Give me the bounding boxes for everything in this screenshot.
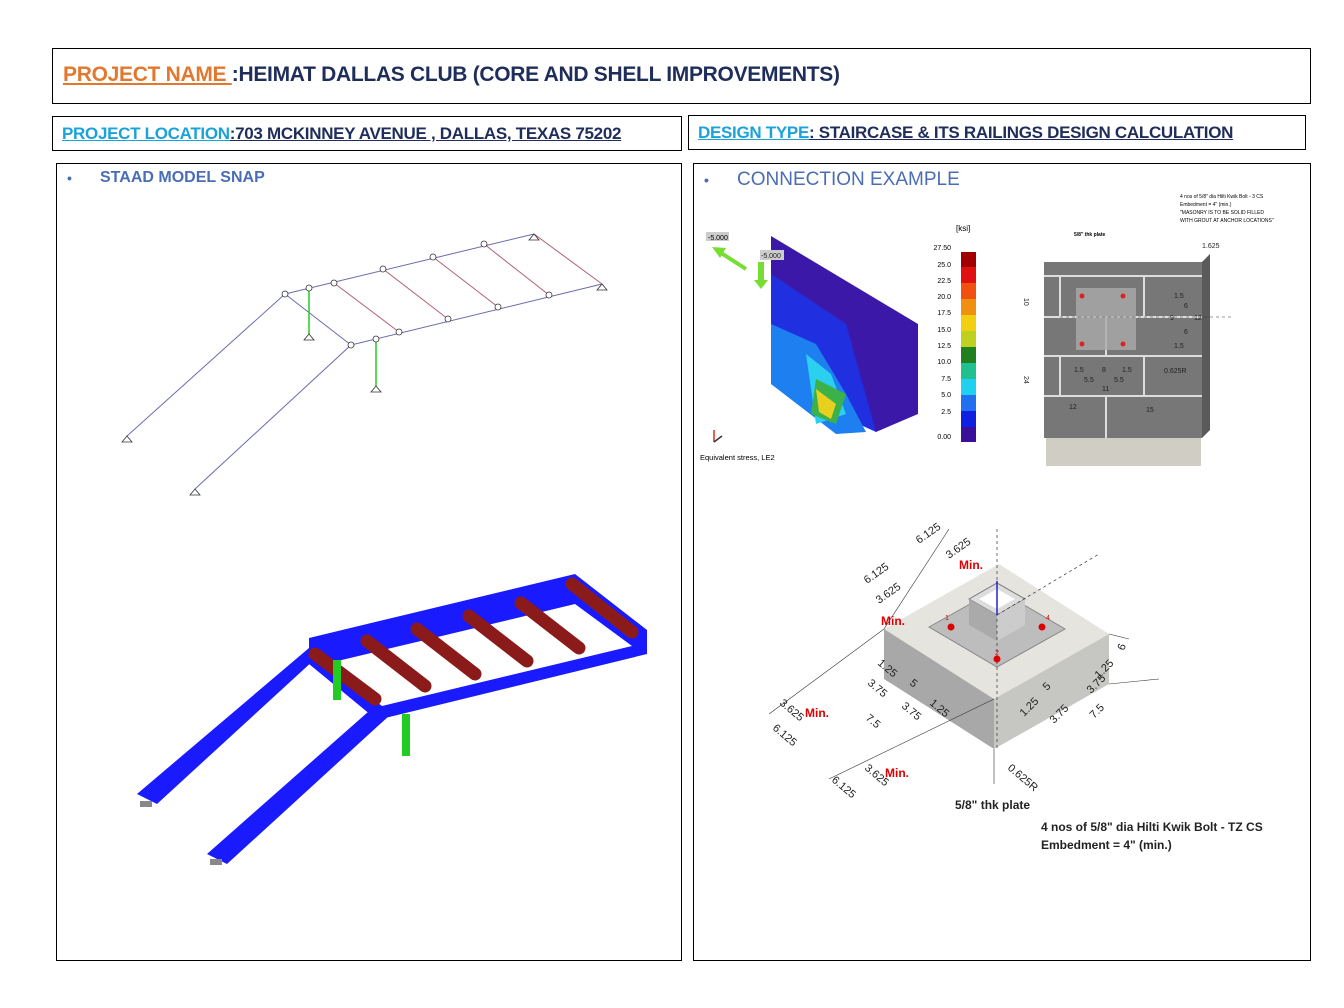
panel-title: CONNECTION EXAMPLE bbox=[737, 169, 960, 190]
fea-caption: Equivalent stress, LE2 bbox=[700, 453, 775, 462]
legend-tick: 10.0 bbox=[937, 359, 951, 366]
masonry-wall-connection-drawing: 4 nos of 5/8" dia Hilti Kwik Bolt - 3 CS… bbox=[1024, 194, 1274, 466]
legend-tick: 15.0 bbox=[937, 327, 951, 334]
bullet: • bbox=[67, 170, 72, 186]
legend-tick: 27.50 bbox=[933, 245, 951, 252]
wall-note: WITH GROUT AT ANCHOR LOCATIONS" bbox=[1180, 218, 1274, 224]
embedment-note: Embedment = 4" (min.) bbox=[1041, 838, 1172, 852]
staad-model-panel: • STAAD MODEL SNAP bbox=[56, 163, 682, 961]
staad-wireframe-model bbox=[121, 233, 608, 496]
dim-label: 6.125 bbox=[914, 521, 943, 547]
legend-tick: 2.5 bbox=[941, 409, 951, 416]
dim-label: 6 bbox=[1184, 303, 1188, 310]
fea-stress-plot: -5.000 -5.000 [ksi] 27.50 25.0 22.5 20.0… bbox=[700, 224, 976, 462]
dim-label: 1.5 bbox=[1174, 343, 1184, 350]
dim-label: 3.75 bbox=[899, 700, 923, 723]
anchor-bolt-icon bbox=[947, 623, 1046, 663]
legend-tick: 22.5 bbox=[937, 278, 951, 285]
dim-label: 0.625R bbox=[1164, 368, 1187, 375]
legend-tick: 20.0 bbox=[937, 294, 951, 301]
dim-label: 0.625R bbox=[1005, 762, 1040, 794]
project-location-label: PROJECT LOCATION bbox=[62, 124, 230, 143]
dim-label: 7.5 bbox=[863, 712, 882, 731]
dim-label: 1.625 bbox=[1202, 243, 1220, 250]
wall-note: 4 nos of 5/8" dia Hilti Kwik Bolt - 3 CS bbox=[1180, 194, 1264, 200]
dim-label: 12 bbox=[1069, 404, 1077, 411]
plate-label: 5/8" thk plate bbox=[1074, 232, 1105, 238]
min-label: Min. bbox=[885, 766, 909, 780]
dim-label: 3.625 bbox=[777, 697, 806, 724]
dim-label: 1.5 bbox=[1174, 293, 1184, 300]
dim-label: 6 bbox=[1116, 642, 1129, 652]
base-plate-connection-drawing: 1 2 4 6.125 3.625 6.125 3.625 1.25 3.75 … bbox=[769, 521, 1263, 852]
dim-label: 3.625 bbox=[874, 581, 903, 607]
design-type-value: : STAIRCASE & ITS RAILINGS DESIGN CALCUL… bbox=[809, 123, 1234, 142]
dim-label: 7.5 bbox=[1088, 702, 1107, 721]
min-label: Min. bbox=[805, 706, 829, 720]
connection-example-panel: • CONNECTION EXAMPLE -5.000 -5.000 [ksi]… bbox=[693, 163, 1311, 961]
dim-label: 6.125 bbox=[829, 774, 858, 801]
dim-label: 9 bbox=[1170, 315, 1174, 322]
legend-tick: 0.00 bbox=[937, 434, 951, 441]
min-label: Min. bbox=[881, 614, 905, 628]
axis-triad-icon bbox=[713, 430, 723, 443]
legend-tick: 17.5 bbox=[937, 310, 951, 317]
min-label: Min. bbox=[959, 558, 983, 572]
staad-3d-rendered-model bbox=[137, 574, 647, 865]
bolt-number: 4 bbox=[1046, 615, 1050, 622]
load-arrow-icon bbox=[716, 249, 748, 271]
bolt-number: 1 bbox=[945, 615, 949, 622]
dim-label: 5.5 bbox=[1114, 377, 1124, 384]
project-name-label: PROJECT NAME bbox=[63, 63, 232, 86]
project-location-box: PROJECT LOCATION:703 MCKINNEY AVENUE , D… bbox=[52, 116, 682, 151]
bolt-note: 4 nos of 5/8" dia Hilti Kwik Bolt - TZ C… bbox=[1041, 820, 1263, 834]
dim-label: 3.75 bbox=[865, 677, 889, 700]
dim-label: 6 bbox=[1184, 329, 1188, 336]
dim-label: 15 bbox=[1146, 407, 1154, 414]
load-label: -5.000 bbox=[761, 253, 781, 260]
dim-label: 5.5 bbox=[1084, 377, 1094, 384]
legend-unit: [ksi] bbox=[956, 224, 970, 233]
dim-label: 10 bbox=[1024, 298, 1029, 306]
load-label: -5.000 bbox=[708, 235, 728, 242]
bullet: • bbox=[704, 172, 709, 188]
dim-label: 8 bbox=[1102, 367, 1106, 374]
dim-label: 6.125 bbox=[862, 561, 891, 587]
stress-colorbar bbox=[961, 252, 976, 442]
plate-label: 5/8" thk plate bbox=[955, 798, 1030, 812]
dim-label: 24 bbox=[1024, 376, 1029, 384]
legend-tick: 25.0 bbox=[937, 262, 951, 269]
project-name-box: PROJECT NAME :HEIMAT DALLAS CLUB (CORE A… bbox=[52, 48, 1311, 104]
wall-note: "MASONRY IS TO BE SOLID FILLED bbox=[1180, 210, 1264, 216]
dim-label: 1.5 bbox=[1074, 367, 1084, 374]
project-name-value: :HEIMAT DALLAS CLUB (CORE AND SHELL IMPR… bbox=[231, 63, 840, 86]
legend-tick: 7.5 bbox=[941, 376, 951, 383]
wall-note: Embedment = 4" (min.) bbox=[1180, 202, 1232, 208]
dim-label: 6.125 bbox=[770, 722, 799, 749]
legend-tick: 5.0 bbox=[941, 392, 951, 399]
panel-title: STAAD MODEL SNAP bbox=[100, 169, 265, 186]
project-location-value: :703 MCKINNEY AVENUE , DALLAS, TEXAS 752… bbox=[229, 124, 622, 143]
legend-tick: 12.5 bbox=[937, 343, 951, 350]
dim-label: 12 bbox=[1194, 315, 1202, 322]
dim-label: 1.5 bbox=[1122, 367, 1132, 374]
design-type-box: DESIGN TYPE: STAIRCASE & ITS RAILINGS DE… bbox=[688, 115, 1306, 150]
bolt-number: 2 bbox=[995, 650, 999, 657]
dim-label: 11 bbox=[1102, 386, 1109, 393]
design-type-label: DESIGN TYPE bbox=[698, 123, 810, 142]
